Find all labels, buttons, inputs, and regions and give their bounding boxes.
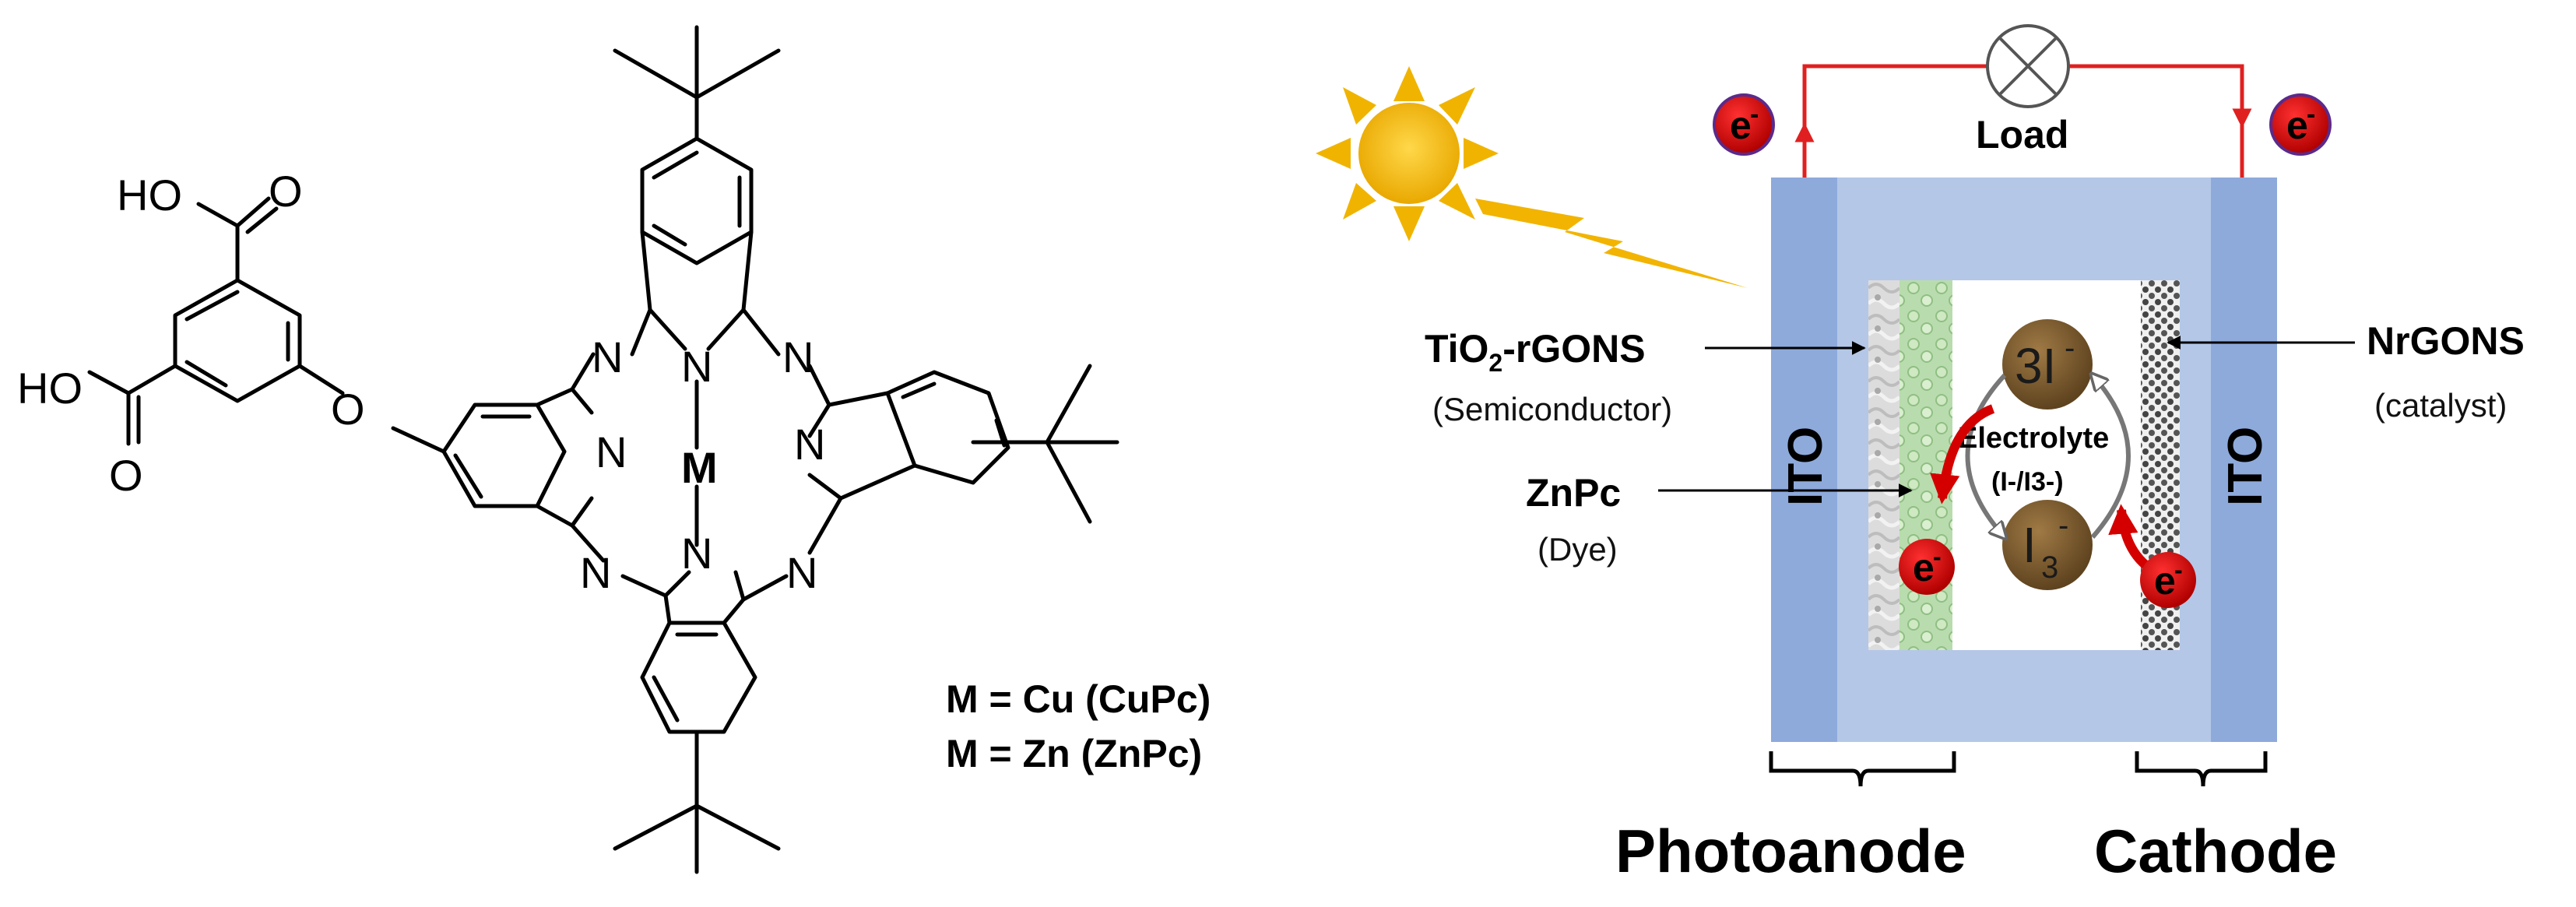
svg-text:-: - [1933, 543, 1942, 571]
svg-text:-: - [2307, 100, 2315, 129]
atom-o-left: O [109, 451, 143, 500]
atom-ho-top: HO [117, 171, 182, 220]
ion-triiodide-top: 3I - [2002, 319, 2093, 410]
atom-n-5: N [596, 427, 627, 476]
load-label: Load [1976, 113, 2068, 156]
cathode-brace [2135, 751, 2268, 787]
dye-role: (Dye) [1538, 531, 1618, 568]
dye-label: ZnPc [1526, 471, 1621, 515]
atom-n-1: N [592, 332, 623, 381]
sun-icon [1316, 66, 1499, 241]
atom-n-7: N [681, 529, 712, 578]
atom-n-4: N [794, 420, 825, 469]
electron-right-top: e - [2269, 93, 2332, 156]
catalyst-role: (catalyst) [2374, 387, 2507, 424]
svg-text:I: I [2022, 517, 2037, 573]
ito-left-inner-glass [1837, 178, 1868, 742]
svg-text:-: - [1750, 100, 1759, 129]
catalyst-label: NrGONS [2367, 319, 2525, 363]
photoanode-brace [1769, 751, 1956, 787]
svg-text:-: - [2174, 556, 2183, 584]
caption-znpc: M = Zn (ZnPc) [946, 732, 1202, 775]
atom-n-8: N [580, 548, 611, 597]
electron-left-top: e - [1713, 93, 1775, 156]
load-lamp-icon [1986, 24, 2070, 108]
tio2-role: (Semiconductor) [1432, 391, 1672, 427]
phthalocyanine-structure [87, 25, 1119, 874]
ito-left-label: ITO [1779, 427, 1833, 506]
svg-text:e: e [2286, 104, 2308, 147]
circuit-wire-right [2067, 64, 2244, 178]
tio2-label: TiO2-rGONS [1425, 327, 1646, 377]
svg-text:-: - [2058, 508, 2068, 543]
atom-o-top: O [269, 167, 303, 216]
atom-n-2: N [681, 342, 712, 391]
electrolyte-label: Electrolyte [1958, 422, 2109, 455]
cathode-label: Cathode [2094, 817, 2337, 885]
photoanode-label: Photoanode [1615, 817, 1966, 885]
atom-metal: M [681, 443, 718, 492]
redox-arrow-left [1965, 373, 2005, 537]
redox-arrow-right [2093, 375, 2131, 539]
atom-n-3: N [782, 332, 814, 381]
electron-inside-anode: e - [1899, 539, 1955, 595]
circuit-wire-left [1802, 64, 1989, 178]
atom-o-ether: O [331, 385, 365, 434]
caption-cupc: M = Cu (CuPc) [946, 677, 1211, 721]
ito-left-electrode [1771, 178, 1837, 742]
electrolyte-formula: (I-/I3-) [1991, 467, 2064, 497]
lightning-bolt-icon [1475, 199, 1748, 288]
ion-triiodide-bottom: I 3 - [2002, 500, 2093, 590]
ito-right-label: ITO [2219, 427, 2272, 506]
svg-text:e: e [1730, 104, 1752, 147]
svg-text:3I: 3I [2015, 338, 2056, 394]
svg-text:e: e [2154, 559, 2176, 603]
atom-n-6: N [786, 548, 817, 597]
electron-path-anode [1930, 404, 1995, 504]
atom-ho-left: HO [17, 364, 83, 413]
svg-text:e: e [1913, 546, 1935, 589]
electron-inside-cathode: e - [2140, 552, 2196, 608]
svg-text:3: 3 [2041, 550, 2058, 585]
ito-right-inner-glass [2180, 178, 2211, 742]
ito-right-electrode [2211, 178, 2277, 742]
svg-text:-: - [2065, 331, 2075, 365]
